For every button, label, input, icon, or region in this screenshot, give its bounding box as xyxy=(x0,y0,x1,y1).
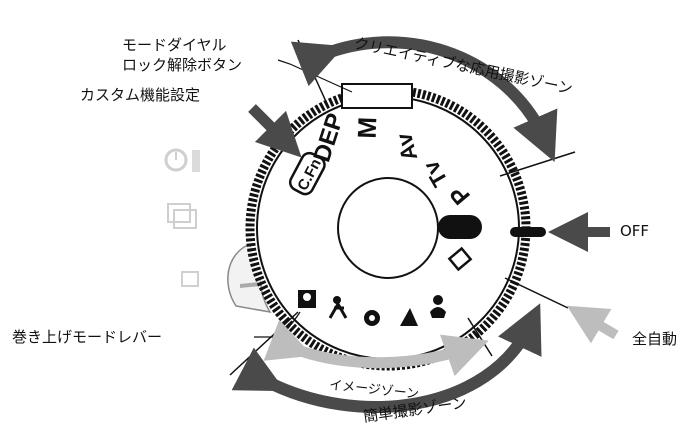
basic-zone-arrow xyxy=(231,303,542,414)
night-portrait-mode-icon xyxy=(298,290,316,308)
drive-lever-label: 巻き上げモードレバー xyxy=(12,328,163,346)
custom-function-label: カスタム機能設定 xyxy=(80,86,201,104)
full-auto-label: 全自動 xyxy=(632,330,678,348)
dial-center xyxy=(337,177,439,279)
lock-release-label-line1: モードダイヤル xyxy=(122,36,227,54)
continuous-shooting-icon xyxy=(167,203,197,229)
full-auto-mode-icon xyxy=(447,246,473,272)
close-up-mode-icon xyxy=(364,310,380,326)
full-auto-arrow xyxy=(566,305,619,344)
lock-release-label-line2: ロック解除ボタン xyxy=(122,56,243,74)
svg-text:OFF: OFF xyxy=(443,218,477,237)
self-timer-icon xyxy=(164,148,200,172)
custom-function-arrow xyxy=(248,104,302,158)
single-shot-icon xyxy=(181,271,199,287)
off-label: OFF xyxy=(620,222,650,240)
creative-zone-arrow xyxy=(290,36,558,162)
lock-release-button[interactable] xyxy=(341,83,413,109)
dial-mode-m: M xyxy=(352,116,383,139)
dial-index-mark xyxy=(510,227,546,237)
off-mark: OFF xyxy=(438,215,482,239)
